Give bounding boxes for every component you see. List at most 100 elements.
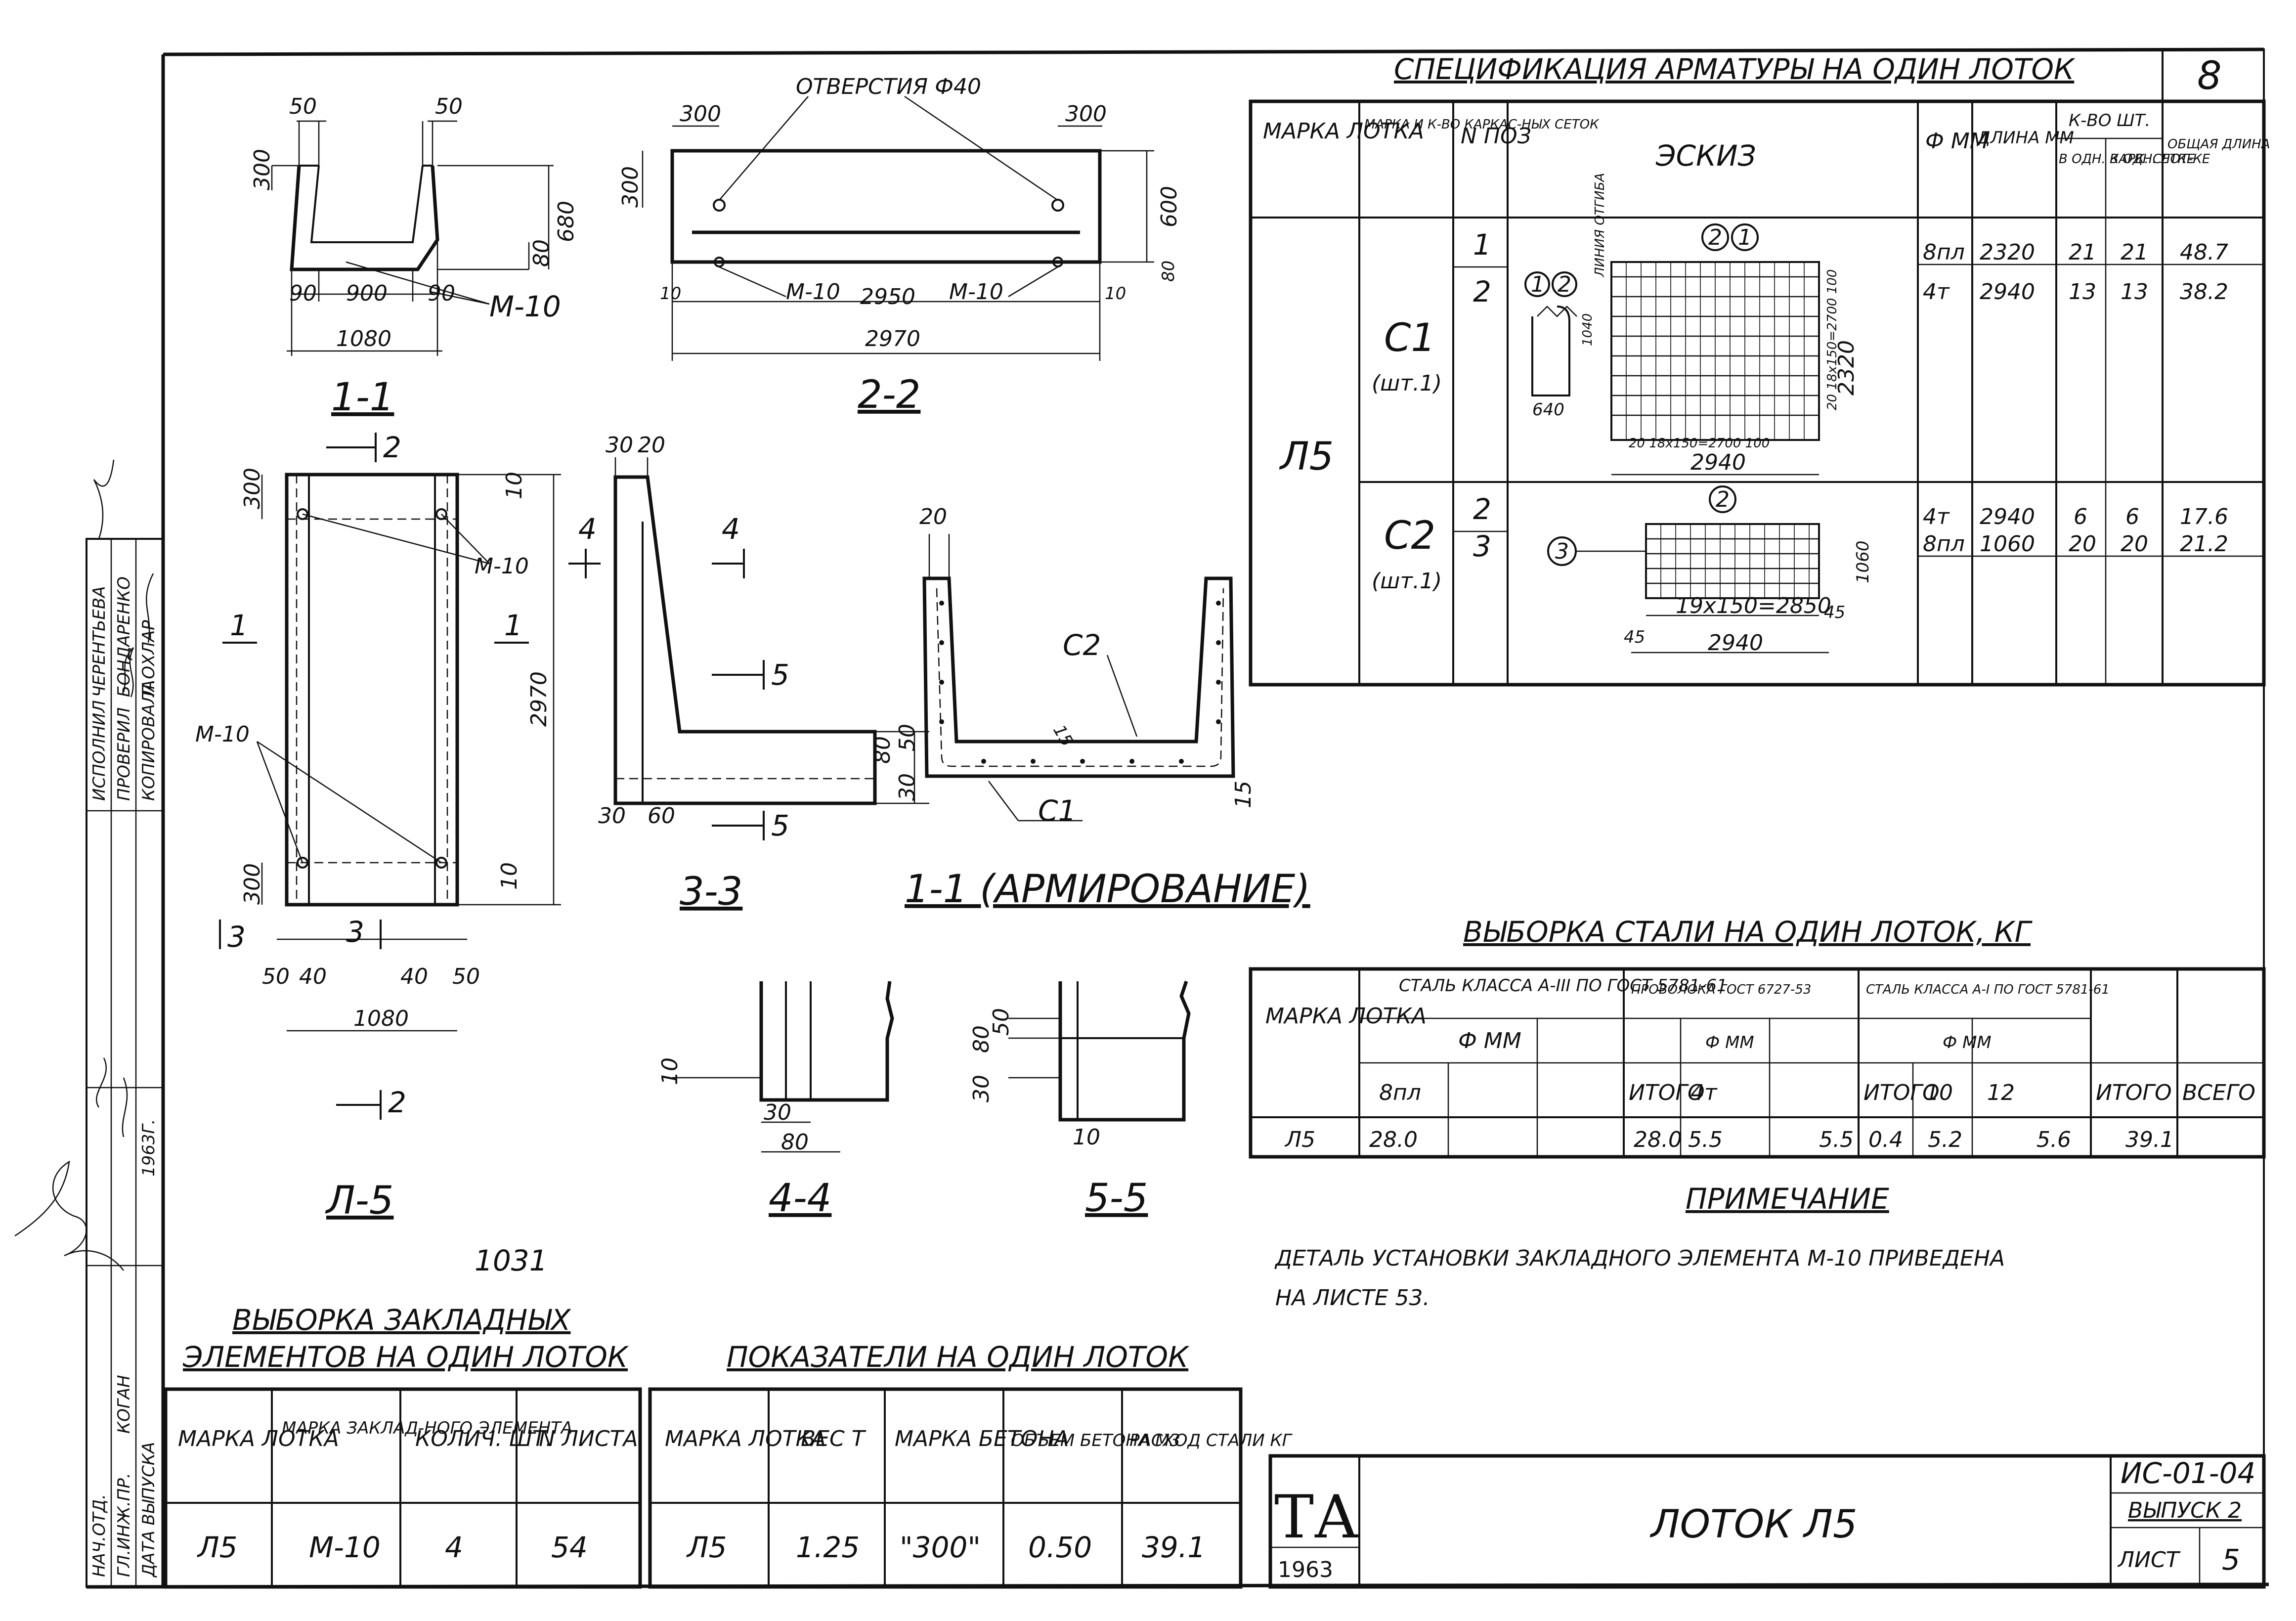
steel-header-a3: СТАЛЬ КЛАССА А-III ПО ГОСТ 5781-61 [1399, 976, 1728, 996]
stamp-year: 1963 [1278, 1557, 1333, 1582]
label-m10: М-10 [475, 554, 529, 579]
steel-cell-w-total: 5.5 [1819, 1127, 1854, 1152]
sketch-dim-1040: 1040 [1580, 313, 1595, 346]
signature [146, 573, 154, 643]
ind-cell-mark: Л5 [686, 1531, 727, 1564]
view-title-l5: Л-5 [325, 1179, 393, 1223]
label-m10: М-10 [489, 290, 561, 323]
left-stamp-r2-name: БОНДАРЕНКО [114, 576, 134, 697]
spec-cell-dia: 8пл [1923, 531, 1965, 557]
dim-300: 300 [618, 166, 643, 208]
spec-header-dia: Ф ММ [1925, 129, 1989, 154]
steel-cell-grand: 39.1 [2125, 1127, 2174, 1152]
note-line-2: НА ЛИСТЕ 53. [1275, 1285, 1430, 1311]
signature [93, 459, 115, 539]
stamp-sheet-number: 5 [2222, 1543, 2240, 1577]
steel-cell-a1-total: 5.6 [2036, 1127, 2071, 1152]
embed-cell-sheet: 54 [551, 1531, 588, 1564]
left-stamp-r6-role: ДАТА ВЫПУСКА [139, 1442, 159, 1578]
sketch-dim-pitch: 20 18х150=2700 100 [1825, 269, 1840, 410]
view-plan-l5: М-10 М-10 2970 10 10 300 300 50 40 40 50… [195, 431, 561, 1223]
left-stamp: ИСПОЛНИЛ ЧЕРЕНТЬЕВА ПРОВЕРИЛ БОНДАРЕНКО … [14, 459, 164, 1588]
dim-1080: 1080 [353, 1006, 409, 1031]
dim-10: 10 [1105, 284, 1126, 304]
steel-cell-a3-total: 28.0 [1634, 1127, 1682, 1152]
view-4-4: 10 30 80 4-4 [657, 981, 894, 1221]
spec-table: СПЕЦИФИКАЦИЯ АРМАТУРЫ НА ОДИН ЛОТОК 8 МА… [1249, 48, 2270, 687]
spec-cell-qty-frame: 6 [2074, 504, 2087, 529]
pos-marker-2: 2 [1716, 487, 1730, 512]
left-stamp-r1-role: ИСПОЛНИЛ [89, 700, 109, 801]
left-stamp-r3-role: КОПИРОВАЛА [139, 680, 159, 801]
pos-marker-1: 1 [1738, 225, 1752, 250]
steel-header-dia: Ф ММ [1458, 1028, 1521, 1053]
dim-10: 10 [657, 1057, 683, 1085]
dim-15: 15 [1049, 722, 1077, 750]
dim-80: 80 [969, 1025, 994, 1053]
steel-header-8pl: 8пл [1379, 1080, 1421, 1105]
section-mark-5: 5 [771, 658, 789, 692]
dim-300: 300 [1065, 101, 1107, 127]
spec-cell-length: 2320 [1980, 240, 2035, 265]
section-mark-1: 1 [230, 609, 248, 642]
left-stamp-r2-role: ПРОВЕРИЛ [114, 707, 134, 801]
spec-header-qty: К-ВО ШТ. [2069, 111, 2150, 131]
pos-marker-2: 2 [1558, 272, 1571, 297]
spec-header-total-length: ОБЩАЯ ДЛИНА [2167, 137, 2270, 152]
embed-header-mark: МАРКА ЛОТКА [178, 1426, 339, 1451]
embed-header-qty: КОЛИЧ. ШТ. [415, 1426, 553, 1451]
spec-cell-tray: Л5 [1279, 435, 1334, 479]
view-title-4-4: 4-4 [769, 1176, 831, 1221]
spec-cell-pos: 2 [1473, 492, 1491, 526]
stamp-code: ИС-01-04 [2121, 1456, 2255, 1490]
spec-header-sketch: ЭСКИЗ [1655, 139, 1756, 173]
spec-cell-dia: 4т [1923, 504, 1950, 529]
dim-680: 680 [554, 201, 579, 242]
pos-marker-1: 1 [1531, 272, 1545, 297]
section-mark-3: 3 [346, 915, 364, 949]
steel-header-a1: СТАЛЬ КЛАССА А-I ПО ГОСТ 5781-61 [1866, 982, 2110, 997]
spec-cell-qty-tray: 6 [2125, 504, 2139, 529]
section-mark-4: 4 [722, 512, 740, 546]
dim-30: 30 [969, 1075, 994, 1102]
sketch-frame-c1: 2 1 2940 20 18х150=2700 100 2320 20 18х1… [1524, 173, 1859, 476]
embed-header-elem: МАРКА ЗАКЛАД-НОГО ЭЛЕМЕНТА [282, 1418, 572, 1438]
label-c2: С2 [1063, 628, 1101, 662]
dim-900: 900 [346, 281, 388, 306]
dim-20: 20 [638, 433, 665, 458]
ind-cell-concrete: "300" [900, 1531, 981, 1564]
spec-header-pos: N ПОЗ [1461, 124, 1531, 149]
pos-marker-3: 3 [1555, 539, 1569, 564]
steel-header-total: ИТОГО [1863, 1080, 1940, 1105]
steel-header-total: ИТОГО [2096, 1080, 2172, 1105]
dim-50: 50 [452, 964, 480, 989]
embed-cell-mark: Л5 [197, 1531, 238, 1564]
dim-10: 10 [497, 862, 522, 890]
spec-cell-pos: 2 [1473, 275, 1491, 308]
sketch-dim-pitch2: 19х150=2850 [1676, 593, 1831, 618]
dim-60: 60 [648, 803, 675, 829]
spec-cell-total: 48.7 [2180, 240, 2228, 265]
stamp-sheet-label: ЛИСТ [2117, 1547, 2181, 1573]
dim-1080: 1080 [336, 326, 391, 351]
spec-cell-total: 38.2 [2180, 279, 2228, 305]
dim-90: 90 [289, 281, 317, 306]
spec-cell-qty-tray: 13 [2121, 279, 2148, 305]
view-title-1-1: 1-1 [331, 375, 394, 420]
dim-300: 300 [680, 101, 721, 127]
spec-cell-total: 17.6 [2180, 504, 2228, 529]
spec-cell-qty-frame: 13 [2069, 279, 2096, 305]
dim-2970: 2970 [526, 671, 552, 727]
org-logo: ТА [1274, 1483, 1359, 1552]
ind-cell-steel: 39.1 [1142, 1531, 1206, 1564]
spec-cell-frame-qty: (шт.1) [1372, 371, 1442, 396]
left-stamp-r5-name: КОГАН [114, 1375, 134, 1434]
steel-cell-4t: 5.5 [1688, 1127, 1723, 1152]
indicators-table: ПОКАЗАТЕЛИ НА ОДИН ЛОТОК МАРКА ЛОТКА ВЕС… [648, 1340, 1293, 1589]
label-m10: М-10 [949, 279, 1003, 305]
embed-cell-elem: М-10 [309, 1531, 381, 1564]
view-2-2: ОТВЕРСТИЯ Ф40 300 300 300 600 80 М-10 М-… [618, 74, 1182, 417]
dim-300: 300 [250, 149, 275, 190]
dim-10: 10 [1073, 1125, 1100, 1150]
